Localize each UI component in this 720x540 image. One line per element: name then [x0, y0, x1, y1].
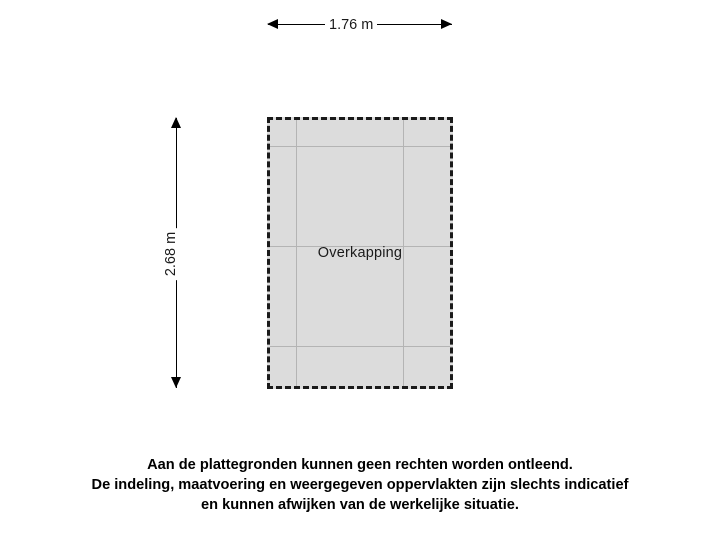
disclaimer-line-3: en kunnen afwijken van de werkelijke sit…	[201, 497, 519, 513]
height-arrow-down-icon	[171, 377, 181, 388]
grid-line-vertical	[296, 120, 297, 386]
disclaimer-line-1: Aan de plattegronden kunnen geen rechten…	[147, 457, 573, 473]
grid-line-horizontal	[270, 146, 450, 147]
grid-line-vertical	[403, 120, 404, 386]
width-arrow-right-icon	[441, 19, 452, 29]
disclaimer-text: Aan de plattegronden kunnen geen rechten…	[0, 455, 720, 515]
grid-line-horizontal	[270, 246, 450, 247]
width-arrow-left-icon	[267, 19, 278, 29]
grid-line-horizontal	[270, 346, 450, 347]
height-arrow-up-icon	[171, 117, 181, 128]
room-overkapping: Overkapping	[267, 117, 453, 389]
disclaimer-line-2: De indeling, maatvoering en weergegeven …	[91, 477, 629, 493]
height-dimension-label: 2.68 m	[161, 227, 182, 281]
width-dimension-label: 1.76 m	[325, 15, 378, 35]
room-label: Overkapping	[317, 245, 403, 261]
